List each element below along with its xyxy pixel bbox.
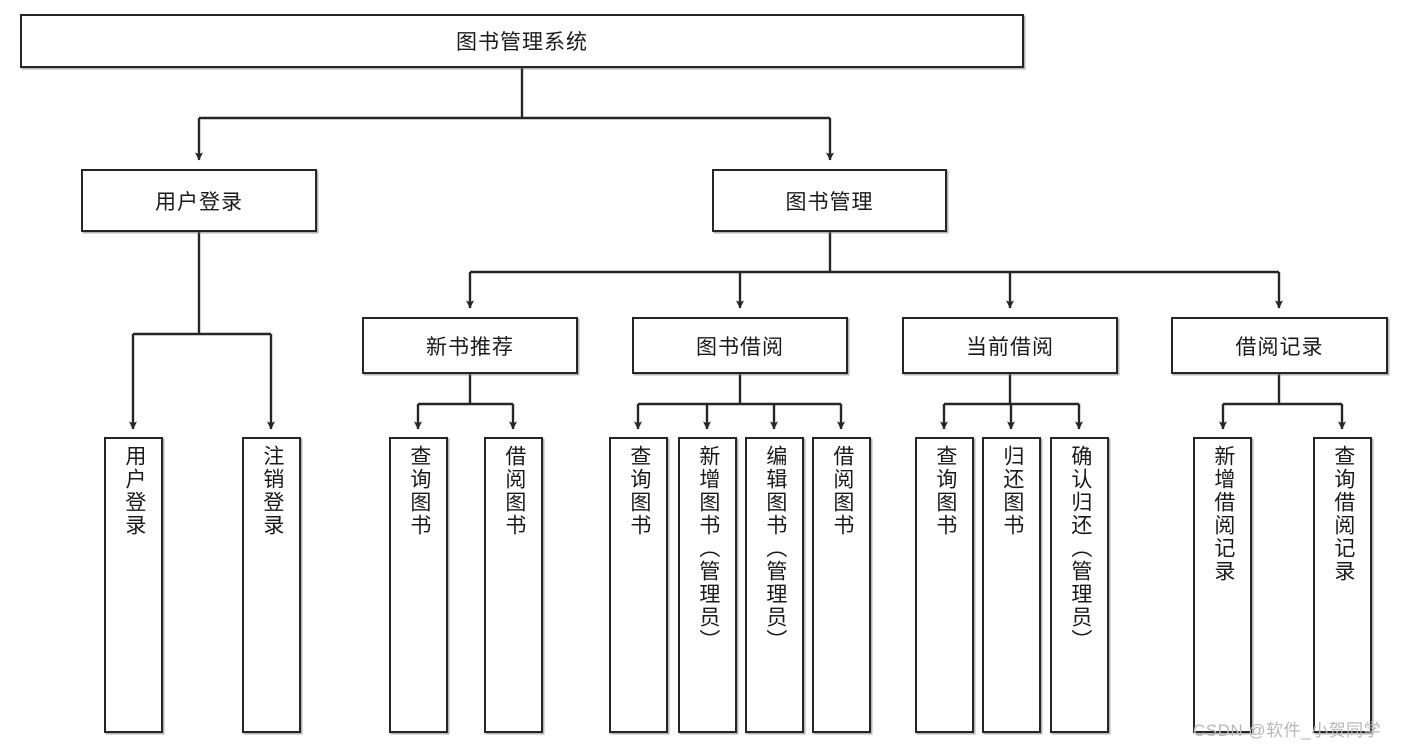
node-label: 查询图书	[627, 445, 651, 537]
node-label: 借阅图书	[830, 445, 854, 537]
leaf-user-login-signin[interactable]: 用户登录	[104, 437, 163, 733]
leaf-borrow-add-book-admin[interactable]: 新增图书（管理员）	[678, 437, 737, 733]
node-label: 借阅记录	[1235, 335, 1324, 359]
node-label: 归还图书	[1000, 445, 1024, 537]
node-root-system[interactable]: 图书管理系统	[20, 14, 1024, 68]
node-new-book-recommend[interactable]: 新书推荐	[362, 317, 578, 374]
node-label: 图书管理系统	[456, 31, 588, 54]
node-borrow-record[interactable]: 借阅记录	[1171, 317, 1388, 374]
node-label: 借阅图书	[502, 445, 526, 537]
node-book-borrow[interactable]: 图书借阅	[632, 317, 848, 374]
node-label: 查询借阅记录	[1331, 445, 1355, 583]
node-label: 编辑图书（管理员）	[763, 445, 787, 652]
node-label: 图书借阅	[696, 335, 784, 359]
leaf-borrow-borrow-book[interactable]: 借阅图书	[812, 437, 871, 733]
node-label: 查询图书	[407, 445, 431, 537]
node-label: 当前借阅	[966, 335, 1054, 359]
leaf-borrow-query-book[interactable]: 查询图书	[609, 437, 668, 733]
node-label: 新增借阅记录	[1211, 445, 1235, 583]
node-current-borrow[interactable]: 当前借阅	[902, 317, 1118, 374]
leaf-borrow-edit-book-admin[interactable]: 编辑图书（管理员）	[745, 437, 804, 733]
node-label: 查询图书	[933, 445, 957, 537]
leaf-current-confirm-return-admin[interactable]: 确认归还（管理员）	[1050, 437, 1109, 733]
leaf-user-login-signout[interactable]: 注销登录	[242, 437, 301, 733]
node-label: 新书推荐	[426, 335, 514, 359]
leaf-current-return-book[interactable]: 归还图书	[982, 437, 1041, 733]
node-label: 用户登录	[155, 190, 243, 214]
node-label: 图书管理	[785, 190, 874, 214]
node-book-management[interactable]: 图书管理	[712, 169, 947, 232]
leaf-record-add-record[interactable]: 新增借阅记录	[1193, 437, 1252, 733]
leaf-recommend-query-book[interactable]: 查询图书	[389, 437, 448, 733]
node-user-login[interactable]: 用户登录	[81, 169, 317, 232]
node-label: 新增图书（管理员）	[696, 445, 720, 652]
leaf-record-query-record[interactable]: 查询借阅记录	[1313, 437, 1372, 733]
node-label: 用户登录	[122, 445, 146, 537]
leaf-recommend-borrow-book[interactable]: 借阅图书	[484, 437, 543, 733]
node-label: 确认归还（管理员）	[1068, 445, 1092, 652]
node-label: 注销登录	[260, 445, 284, 537]
leaf-current-query-book[interactable]: 查询图书	[915, 437, 974, 733]
